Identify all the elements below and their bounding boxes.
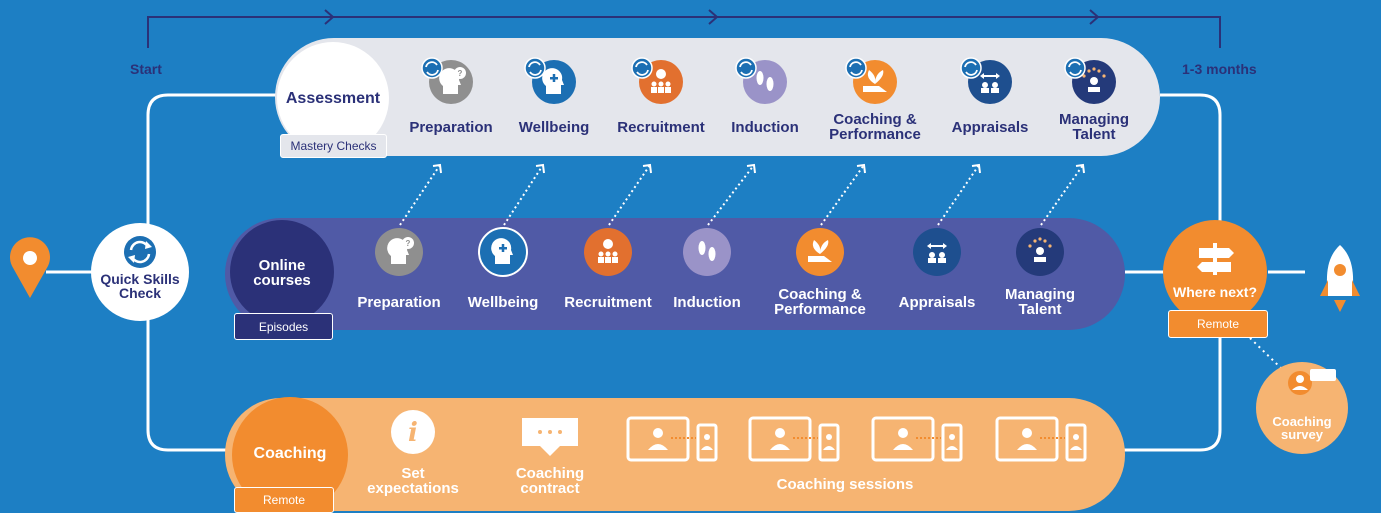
assessment-hand-plant-icon[interactable] xyxy=(845,57,897,104)
timeline-bracket xyxy=(147,9,1221,48)
online-module-label-2: Recruitment xyxy=(564,294,652,311)
coaching-session-icons xyxy=(626,416,1087,462)
refresh-icon xyxy=(845,57,867,79)
coaching-bar xyxy=(225,398,1125,511)
svg-text:?: ? xyxy=(406,239,411,248)
online-recruit-icon[interactable] xyxy=(584,228,632,276)
assessment-module-label-3: Induction xyxy=(731,119,799,136)
refresh-icon xyxy=(524,57,546,79)
location-pin-icon xyxy=(9,237,50,298)
svg-text:?: ? xyxy=(458,69,463,78)
assessment-module-label-1: Wellbeing xyxy=(518,119,590,136)
refresh-icon xyxy=(1064,57,1086,79)
assessment-head-plus-icon[interactable] xyxy=(524,57,576,104)
speech-bubble-icon xyxy=(522,418,578,456)
assessment-module-label-2: Recruitment xyxy=(617,119,705,136)
survey-connector xyxy=(1249,337,1284,371)
set-expectations-label: Set expectations xyxy=(367,465,459,498)
online-footprints-icon[interactable] xyxy=(683,228,731,276)
course-link xyxy=(608,163,652,226)
online-module-label-0: Preparation xyxy=(357,294,441,311)
online-head-circle xyxy=(230,220,334,324)
online-module-label-5: Appraisals xyxy=(898,294,976,311)
where-next-remote-tag[interactable]: Remote xyxy=(1168,310,1268,338)
refresh-icon xyxy=(631,57,653,79)
module-icons: ?? xyxy=(375,57,1116,277)
timeline-start-label: Start xyxy=(130,61,162,77)
online-module-label-4: Coaching & Performance xyxy=(774,286,866,319)
quick-skills-label: Quick Skills Check xyxy=(100,271,180,302)
online-hand-plant-icon[interactable] xyxy=(796,228,844,276)
assessment-module-label-6: Managing Talent xyxy=(1059,111,1129,144)
assessment-module-label-0: Preparation xyxy=(409,119,493,136)
video-call-icon xyxy=(748,416,840,462)
online-courses-title: Online courses xyxy=(253,257,311,290)
assessment-footprints-icon[interactable] xyxy=(735,57,787,104)
online-head-question-icon[interactable]: ? xyxy=(375,228,423,276)
assessment-head-circle xyxy=(277,42,389,154)
journey-track xyxy=(46,93,1305,452)
assessment-bar xyxy=(275,38,1160,156)
course-to-check-links xyxy=(399,163,1085,226)
video-call-icon xyxy=(871,416,963,462)
online-module-label-6: Managing Talent xyxy=(1005,286,1075,319)
refresh-icon xyxy=(421,57,443,79)
coaching-head-circle xyxy=(232,397,348,511)
coaching-sessions-label: Coaching sessions xyxy=(776,476,914,493)
assessment-module-label-5: Appraisals xyxy=(951,119,1029,136)
episodes-tag[interactable]: Episodes xyxy=(234,313,333,340)
mastery-checks-tag[interactable]: Mastery Checks xyxy=(280,134,387,158)
assessment-module-label-4: Coaching & Performance xyxy=(829,111,921,144)
coaching-survey-label: Coaching survey xyxy=(1272,414,1332,443)
refresh-icon xyxy=(960,57,982,79)
person-speech-icon xyxy=(1288,369,1336,395)
online-module-label-3: Induction xyxy=(673,294,741,311)
rocket-icon xyxy=(1320,245,1360,312)
video-call-icon xyxy=(626,416,718,462)
online-courses-bar xyxy=(225,218,1125,330)
course-link xyxy=(937,163,981,226)
assessment-title: Assessment xyxy=(285,90,381,107)
info-icon: i xyxy=(391,410,435,454)
refresh-icon xyxy=(124,236,156,268)
assessment-recruit-icon[interactable] xyxy=(631,57,683,104)
course-link xyxy=(399,163,442,226)
where-next-label: Where next? xyxy=(1172,284,1258,300)
coaching-contract-label: Coaching contract xyxy=(515,465,585,498)
online-head-plus-icon[interactable] xyxy=(478,227,528,277)
course-link xyxy=(707,163,756,226)
video-call-icon xyxy=(995,416,1087,462)
coaching-remote-tag[interactable]: Remote xyxy=(234,487,334,513)
online-appraisal-icon[interactable] xyxy=(913,228,961,276)
assessment-appraisal-icon[interactable] xyxy=(960,57,1012,104)
svg-text:i: i xyxy=(408,418,418,448)
course-link xyxy=(1040,163,1085,226)
online-module-label-1: Wellbeing xyxy=(467,294,539,311)
course-link xyxy=(820,163,866,226)
coaching-title: Coaching xyxy=(253,445,327,462)
quick-skills-circle xyxy=(91,223,189,321)
signpost-icon xyxy=(1197,243,1234,275)
assessment-head-question-icon[interactable]: ? xyxy=(421,57,473,104)
online-talent-stars-icon[interactable] xyxy=(1016,228,1064,276)
coaching-survey-circle xyxy=(1256,362,1348,454)
refresh-icon xyxy=(735,57,757,79)
course-link xyxy=(503,163,545,226)
timeline-end-label: 1-3 months xyxy=(1182,61,1257,77)
assessment-talent-stars-icon[interactable] xyxy=(1064,57,1116,104)
